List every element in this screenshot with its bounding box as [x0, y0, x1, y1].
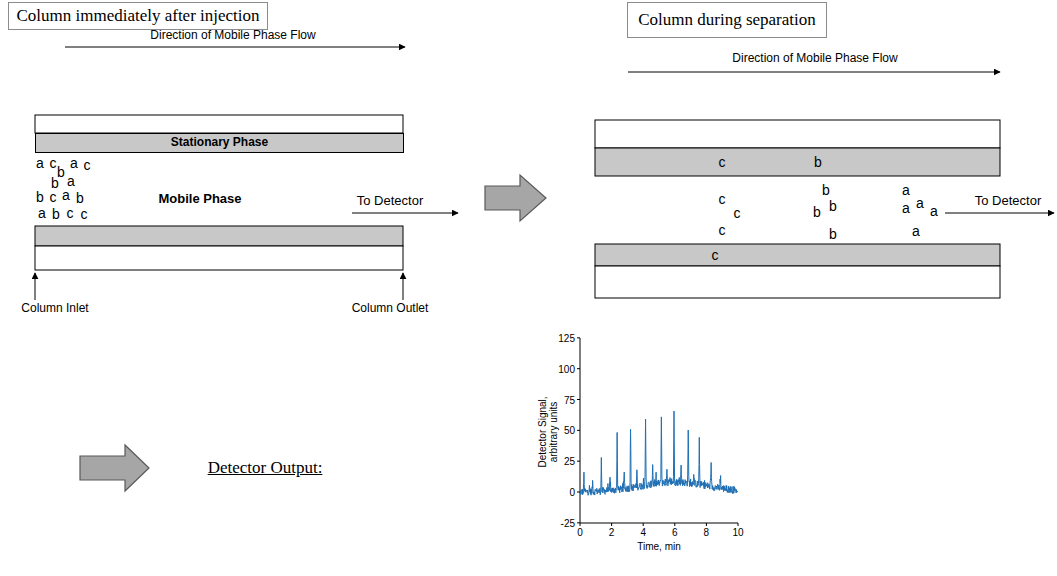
output-heading: Detector Output: — [208, 458, 323, 478]
phase-label: Mobile Phase — [158, 191, 241, 206]
analyte-letter: a — [902, 200, 910, 216]
stationary-phase — [595, 244, 1000, 266]
title-box: Column immediately after injection — [8, 2, 268, 30]
analyte-letter: a — [916, 195, 924, 211]
block-arrow — [485, 175, 546, 221]
column — [35, 115, 403, 270]
analyte-letter: a — [912, 223, 920, 239]
analyte-letter: c — [50, 189, 57, 205]
analyte-letter: a — [36, 155, 44, 171]
tick-label: 100 — [558, 363, 575, 374]
tick-label: 125 — [558, 332, 575, 343]
analyte-letter: a — [67, 173, 75, 189]
tick-label: 0 — [569, 487, 575, 498]
analyte-letter: c — [719, 222, 726, 238]
tick-mark — [580, 523, 581, 526]
tick-label: 50 — [564, 425, 575, 436]
analyte-letter: c — [719, 154, 726, 170]
tick-label: 6 — [672, 527, 678, 538]
column-wall — [35, 115, 403, 133]
tick-label: 2 — [609, 527, 615, 538]
axis-title: Time, min — [637, 541, 681, 552]
analyte-letter: c — [50, 155, 57, 171]
detector-label: To Detector — [975, 193, 1041, 208]
analyte-letter: a — [38, 205, 46, 221]
detector-arrow — [352, 213, 458, 214]
tick-label: -25 — [561, 517, 575, 528]
axis-ticks — [577, 338, 738, 526]
tick-mark — [611, 523, 612, 526]
analyte-letter: a — [902, 182, 910, 198]
outlet-arrow — [403, 273, 404, 300]
column-wall — [35, 246, 403, 270]
analyte-letter: a — [70, 155, 78, 171]
tick-mark — [706, 523, 707, 526]
title-box: Column during separation — [627, 2, 827, 38]
analyte-letter: b — [813, 204, 821, 220]
analyte-letter: b — [36, 189, 44, 205]
analyte-letter: b — [829, 198, 837, 214]
inlet-arrow — [35, 273, 36, 300]
tick-label: 0 — [577, 527, 583, 538]
tick-label: 4 — [640, 527, 646, 538]
axis-title: Detector Signal, arbitrary units — [537, 387, 559, 477]
tick-mark — [577, 430, 580, 431]
column — [595, 120, 1000, 298]
node-text: Column during separation — [638, 10, 816, 30]
tick-label: 25 — [564, 456, 575, 467]
analyte-letter: c — [719, 191, 726, 207]
tick-label: 75 — [564, 394, 575, 405]
analyte-letter: b — [829, 226, 837, 242]
stationary-phase-band: Stationary Phase — [35, 133, 404, 153]
analyte-letter: b — [814, 154, 822, 170]
column-wall — [595, 266, 1000, 298]
tick-label: 10 — [732, 527, 743, 538]
analyte-letter: b — [52, 206, 60, 222]
outlet-label: Column Outlet — [352, 301, 429, 315]
detector-label: To Detector — [357, 193, 423, 208]
analyte-letter: b — [76, 190, 84, 206]
analyte-letter: c — [81, 206, 88, 222]
tick-mark — [577, 399, 580, 400]
detector-arrow — [945, 213, 1054, 214]
column-wall — [595, 120, 1000, 148]
flow-label: Direction of Mobile Phase Flow — [150, 28, 315, 42]
chromatogram — [580, 411, 738, 495]
flow-arrow — [628, 72, 1000, 73]
analyte-letter: c — [712, 247, 719, 263]
tick-mark — [577, 461, 580, 462]
tick-mark — [674, 523, 675, 526]
analyte-letter: c — [84, 157, 91, 173]
inlet-label: Column Inlet — [21, 301, 88, 315]
analyte-letter: b — [51, 175, 59, 191]
tick-mark — [577, 337, 580, 338]
tick-mark — [577, 368, 580, 369]
flow-arrow — [65, 47, 405, 48]
flow-label: Direction of Mobile Phase Flow — [732, 51, 897, 65]
analyte-letter: a — [930, 203, 938, 219]
tick-label: 8 — [704, 527, 710, 538]
analyte-letter: a — [62, 187, 70, 203]
analyte-letter: c — [734, 205, 741, 221]
signal-trace — [580, 411, 738, 495]
x-axis — [580, 523, 738, 524]
stationary-phase — [595, 148, 1000, 176]
tick-mark — [577, 492, 580, 493]
node-text: Stationary Phase — [171, 136, 268, 150]
tick-mark — [738, 523, 739, 526]
chart — [577, 338, 738, 526]
analyte-letter: c — [67, 205, 74, 221]
analyte-letter: b — [822, 182, 830, 198]
stationary-phase — [35, 226, 403, 246]
tick-mark — [643, 523, 644, 526]
node-text: Column immediately after injection — [16, 6, 259, 26]
block-arrow — [80, 445, 149, 491]
